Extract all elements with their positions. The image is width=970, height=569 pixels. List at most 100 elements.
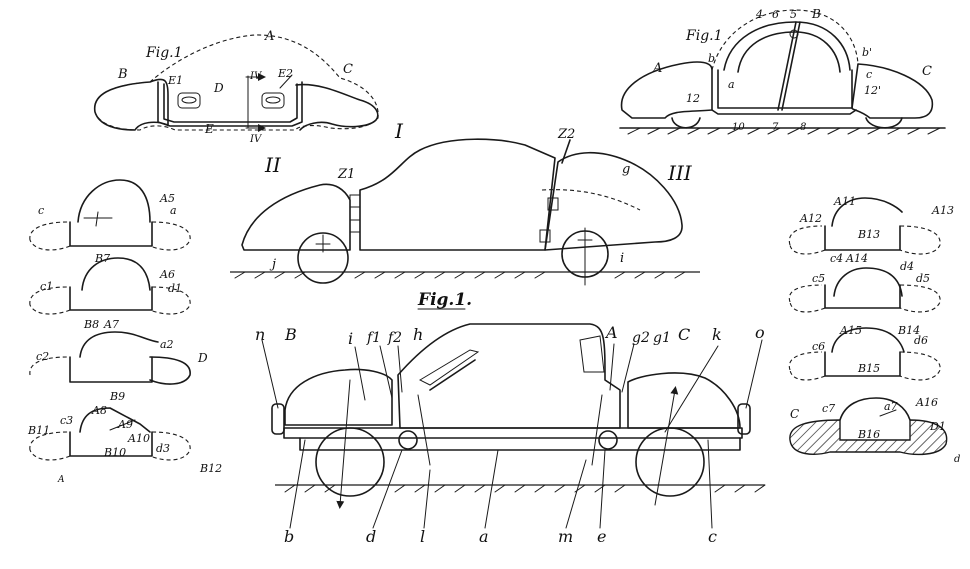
label: B13 xyxy=(857,228,880,241)
label: e xyxy=(597,527,606,546)
label: j xyxy=(269,257,276,272)
label: k xyxy=(712,325,722,344)
figure-left-column: c A5 a B7 c1 A6 d1 B8 A7 c2 a2 D B9 xyxy=(27,179,222,485)
label: d5 xyxy=(916,272,930,285)
figure-right-column: A11 A12 A13 B13 c4 A14 d4 c5 d5 A15 B14 … xyxy=(788,195,960,465)
figure-top-left: Fig.1 A B C D E E1 E2 IV IV xyxy=(93,29,379,145)
figure-top-right: Fig.1 A B C 4 6 5 b b' c 12 12' a 10 7 8 xyxy=(619,7,946,135)
label: 12' xyxy=(864,84,881,97)
label: II xyxy=(264,153,282,177)
label: a7 xyxy=(884,400,898,413)
label: n xyxy=(255,325,265,344)
label: f2 xyxy=(387,330,402,346)
label: C xyxy=(790,407,799,421)
label: A10 xyxy=(127,432,150,445)
label: c xyxy=(38,204,44,217)
label: a xyxy=(479,527,489,546)
label: A12 xyxy=(799,212,822,225)
label: d xyxy=(366,527,376,546)
label: B12 xyxy=(199,462,222,475)
label: B11 xyxy=(27,424,50,437)
label: a xyxy=(170,204,177,217)
label: f1 xyxy=(366,330,381,346)
label: b' xyxy=(862,46,872,59)
label: B10 xyxy=(103,446,126,459)
caption-top-right: Fig.1 xyxy=(685,28,723,44)
label: D xyxy=(197,351,208,365)
label: C xyxy=(922,64,932,79)
label: B7 xyxy=(94,252,110,265)
right-variant-3: c6 d6 B15 xyxy=(788,327,941,381)
label: D1 xyxy=(929,420,946,433)
label: D xyxy=(213,81,224,95)
label: d3 xyxy=(156,442,170,455)
label: 5 xyxy=(790,8,797,21)
label: B15 xyxy=(857,362,880,375)
label: C xyxy=(343,62,353,77)
label: 7 xyxy=(772,122,779,133)
label: d1 xyxy=(168,282,182,295)
label: A xyxy=(652,61,662,76)
label: c3 xyxy=(60,414,73,427)
label: B9 xyxy=(109,390,125,403)
label: o xyxy=(755,323,765,342)
label: a2 xyxy=(160,338,174,351)
right-variant-4: C c7 a7 A16 D1 B16 d xyxy=(789,396,960,465)
label: c5 xyxy=(812,272,825,285)
label: d6 xyxy=(914,334,928,347)
label: c7 xyxy=(822,402,835,415)
label: b xyxy=(708,52,715,65)
label: A xyxy=(57,475,65,485)
right-variant-2: c5 d5 A15 B14 xyxy=(788,267,941,337)
label: A13 xyxy=(931,204,954,217)
label: I xyxy=(394,119,404,143)
label: III xyxy=(667,161,693,185)
label: 6 xyxy=(772,8,779,21)
figure-center: I II III Z1 Z2 g j i xyxy=(230,119,700,286)
label: c xyxy=(708,527,717,546)
label: 8 xyxy=(800,122,806,133)
caption-bottom-center: Fig.1. xyxy=(417,290,472,310)
label: E2 xyxy=(277,67,293,80)
label: A xyxy=(604,323,618,342)
label: c6 xyxy=(812,340,825,353)
label: c2 xyxy=(36,350,49,363)
label: E1 xyxy=(167,74,183,87)
label: A xyxy=(264,29,274,44)
label: 4 xyxy=(755,8,763,21)
caption-top-left: Fig.1 xyxy=(145,45,183,61)
label: l xyxy=(420,527,425,546)
label: h xyxy=(413,325,423,344)
label: A11 xyxy=(833,195,856,208)
label: B16 xyxy=(857,428,880,441)
label: A9 xyxy=(117,418,133,431)
label: c1 xyxy=(40,280,53,293)
label: B xyxy=(117,67,128,82)
label: A14 xyxy=(845,252,868,265)
label: i xyxy=(348,329,353,348)
left-variant-1: c A5 a B7 xyxy=(29,179,191,265)
label: IV xyxy=(249,71,263,82)
label: i xyxy=(620,251,624,266)
label: E xyxy=(204,122,214,136)
label: Z2 xyxy=(557,127,575,142)
label: g xyxy=(622,162,630,177)
label: d xyxy=(954,454,960,465)
label: C xyxy=(678,325,690,344)
figure-bottom-center: Fig.1. xyxy=(255,290,766,546)
label: 12 xyxy=(686,92,700,105)
left-variant-4: A8 c3 A9 B11 A10 d3 B10 B12 A xyxy=(27,404,222,485)
label: A7 xyxy=(103,318,119,331)
label: d4 xyxy=(900,260,914,273)
label: B8 xyxy=(83,318,99,331)
label: m xyxy=(558,527,573,546)
label: a xyxy=(728,78,735,91)
label: B xyxy=(284,325,297,344)
label: IV xyxy=(249,134,263,145)
left-variant-2: c1 A6 d1 B8 A7 xyxy=(29,257,191,331)
label: B xyxy=(811,7,821,21)
label: g1 xyxy=(653,330,671,346)
label: Z1 xyxy=(337,167,355,182)
label: 10 xyxy=(732,122,745,133)
